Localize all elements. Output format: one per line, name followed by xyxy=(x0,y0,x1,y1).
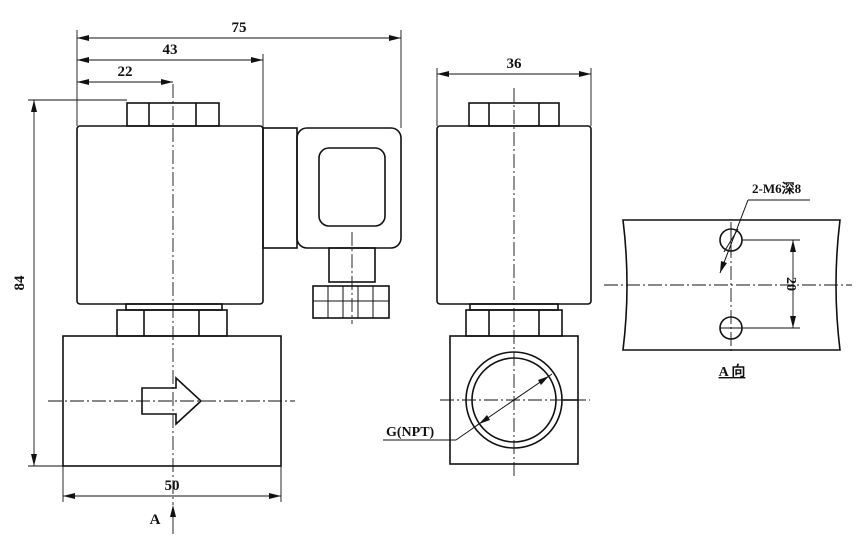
side-top-nut xyxy=(468,102,560,127)
side-view xyxy=(436,88,592,478)
dim-50: 50 xyxy=(62,466,282,502)
dim-22: 22 xyxy=(77,64,173,85)
mount-hole-callout: 2-M6深8 xyxy=(719,181,810,274)
view-a xyxy=(604,219,852,352)
port-thread-callout: G(NPT) xyxy=(383,423,480,441)
view-a-caption: A 向 xyxy=(719,363,746,380)
dim-75-label: 75 xyxy=(232,20,247,36)
dim-50-label: 50 xyxy=(165,478,180,494)
dim-75: 75 xyxy=(76,20,402,128)
front-connector xyxy=(262,127,402,319)
front-coil xyxy=(76,125,264,305)
mount-hole-label: 2-M6深8 xyxy=(752,181,802,196)
dim-84-label: 84 xyxy=(12,275,28,291)
dim-20: 20 xyxy=(742,239,800,329)
dim-36-label: 36 xyxy=(507,56,523,72)
view-a-arrow: A xyxy=(150,505,176,534)
dim-43: 43 xyxy=(77,42,264,128)
dim-20-label: 20 xyxy=(783,277,798,291)
dim-22-label: 22 xyxy=(118,64,133,80)
front-body-nut xyxy=(116,309,228,337)
front-view xyxy=(48,84,402,505)
flow-arrow xyxy=(141,376,203,426)
view-a-arrow-label: A xyxy=(150,512,161,528)
front-collar xyxy=(125,303,223,311)
dim-43-label: 43 xyxy=(163,42,178,58)
port-thread-label: G(NPT) xyxy=(386,425,435,440)
view-a-caption-label: A 向 xyxy=(719,363,746,380)
dim-36: 36 xyxy=(436,56,592,126)
dim-84: 84 xyxy=(12,99,127,467)
view-a-body xyxy=(622,219,841,351)
